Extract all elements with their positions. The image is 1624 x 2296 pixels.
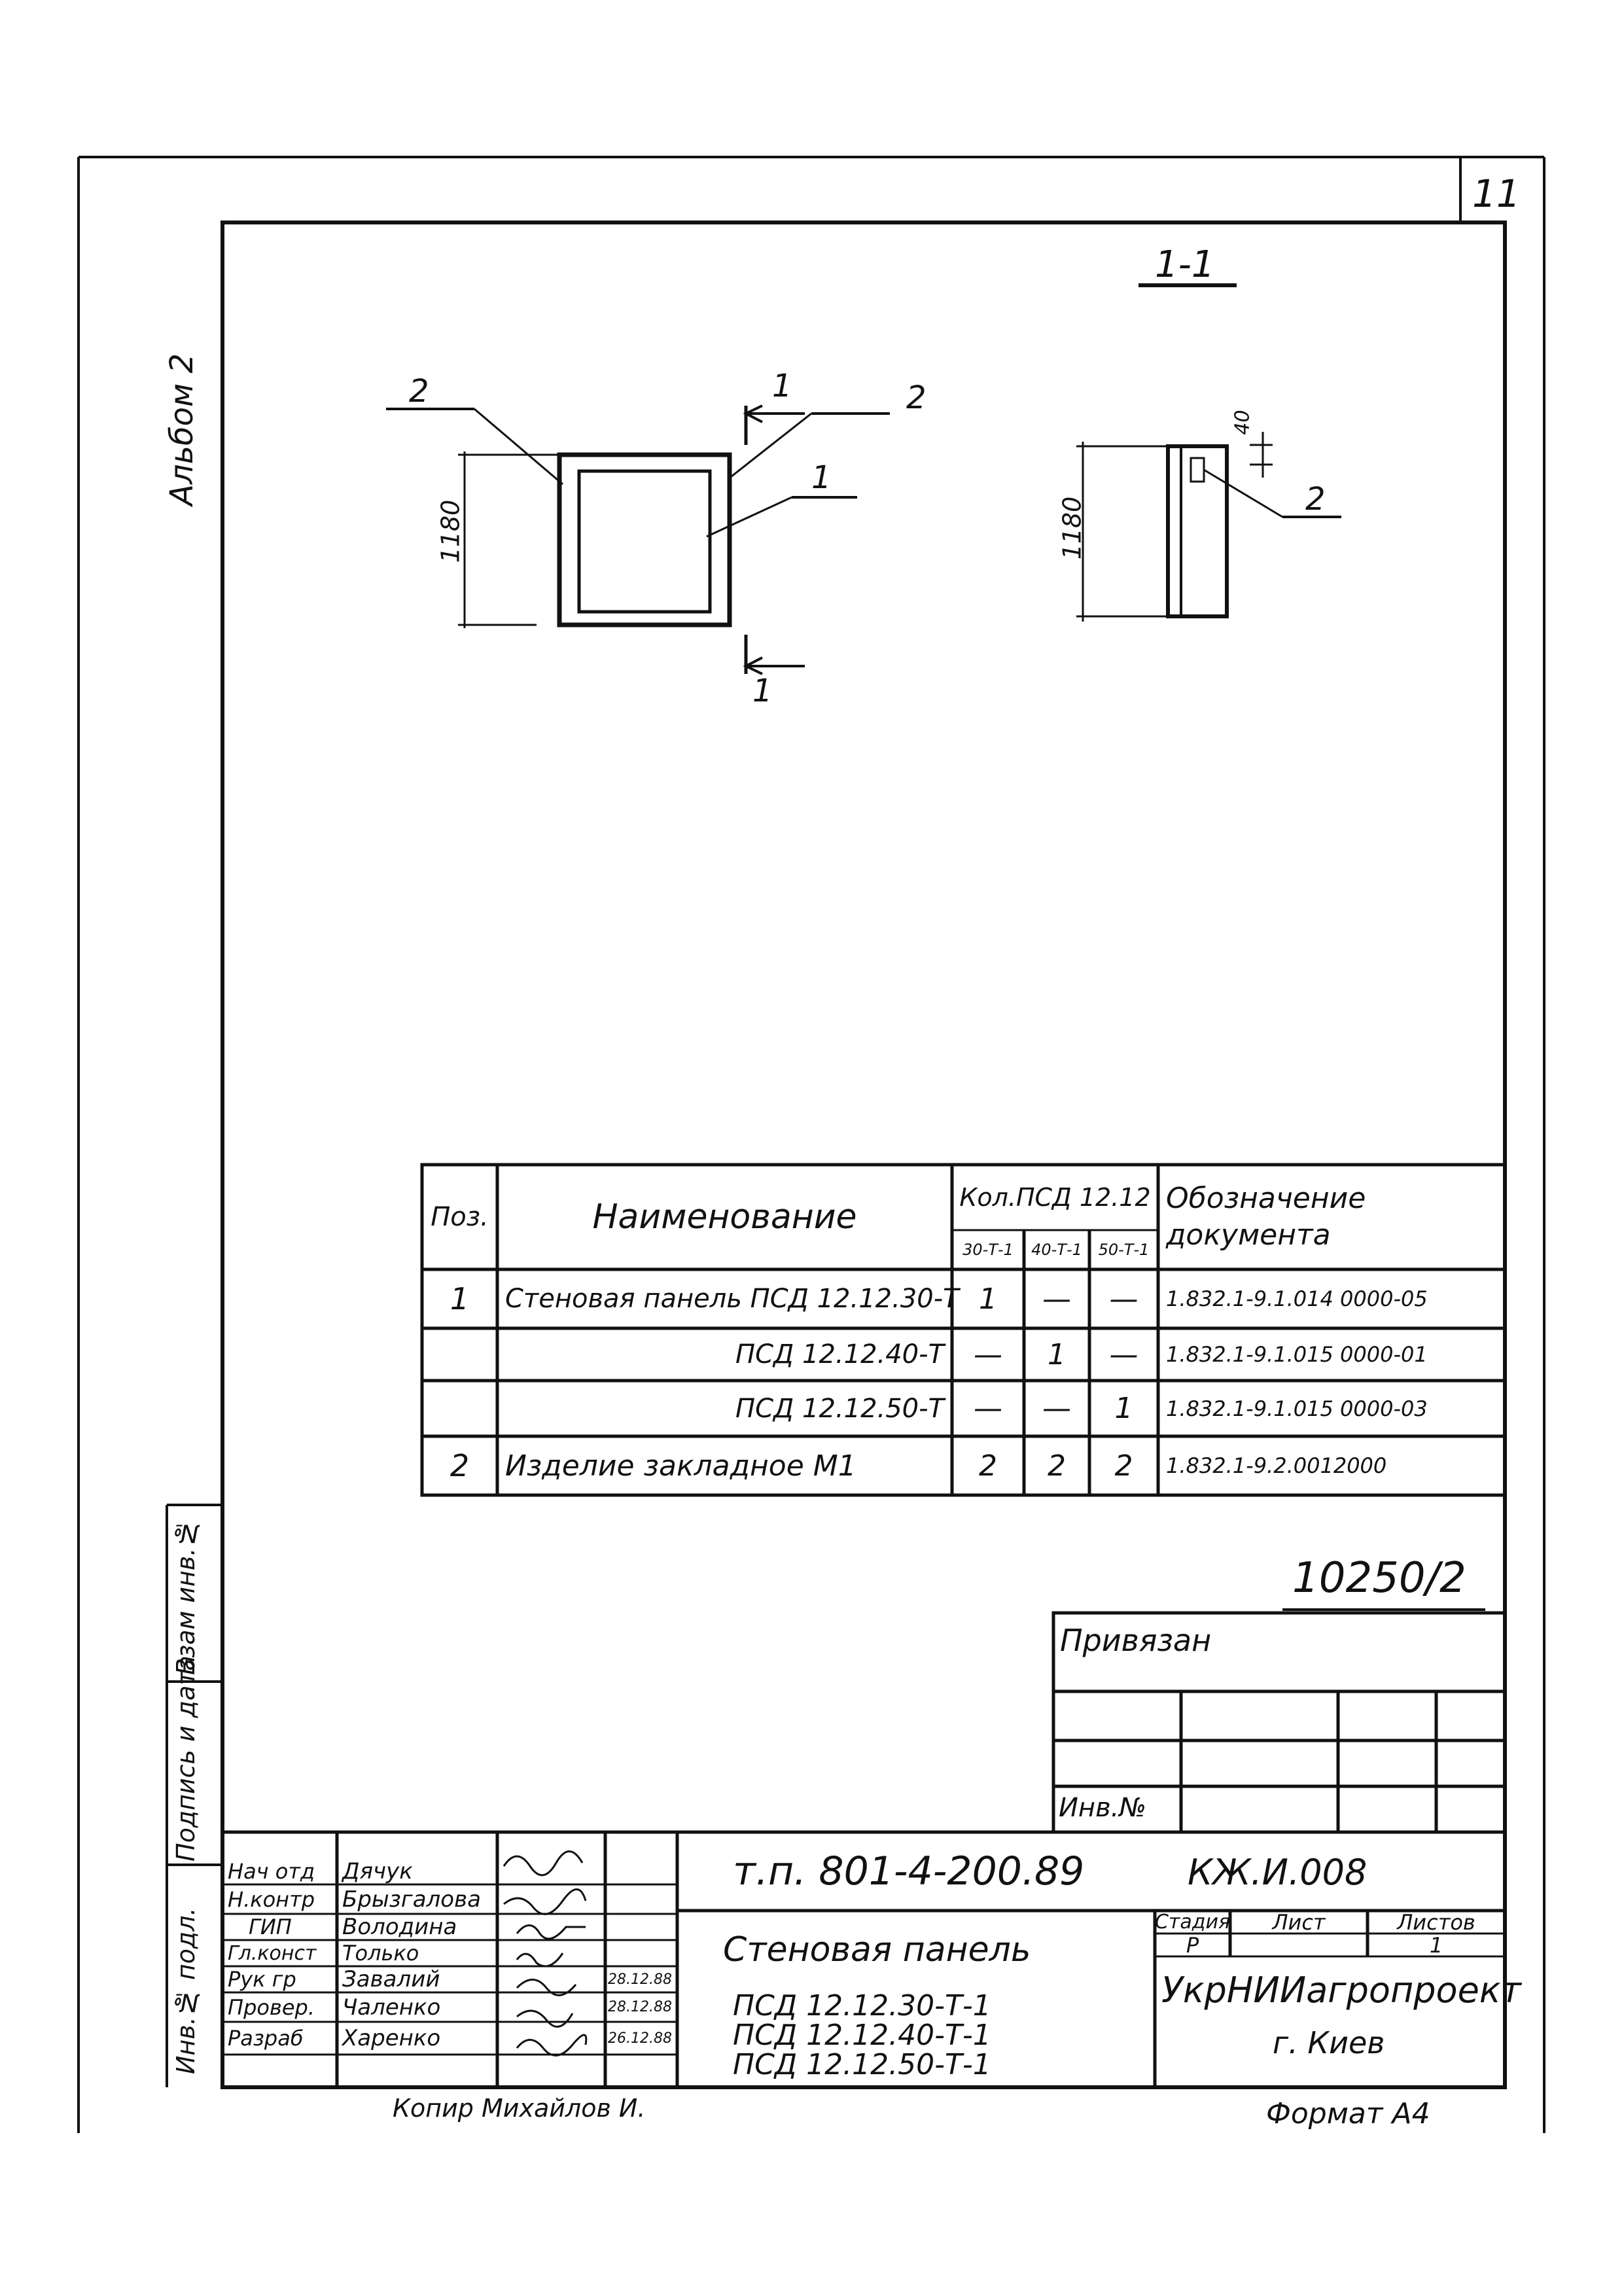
spec-row-2-q3: — [1109, 1337, 1139, 1371]
sheet-label: Лист [1272, 1909, 1326, 1935]
title-item-2: ПСД 12.12.40-Т-1 [733, 2019, 991, 2052]
staff-date-4 [605, 1940, 677, 1966]
spec-row-3-q3: 1 [1114, 1392, 1133, 1425]
staff-role-4: Гл.конст [228, 1941, 317, 1965]
callout-2-right: 2 [906, 380, 927, 416]
spec-row-2-q1: — [974, 1337, 1002, 1371]
staff-date-5: 28.12.88 [608, 1971, 672, 1988]
staff-name-3: Володина [342, 1914, 457, 1940]
spec-row-3-name: ПСД 12.12.50-Т [735, 1393, 944, 1424]
sheet-number: 11 [1472, 171, 1521, 216]
staff-role-7: Разраб [228, 2026, 304, 2051]
sheets-label: Листов [1397, 1909, 1475, 1935]
staff-role-1: Нач отд [228, 1859, 315, 1884]
spec-row-1-q3: — [1109, 1282, 1139, 1316]
spec-header-qty-30: 30-Т-1 [962, 1241, 1014, 1259]
staff-name-2: Брызгалова [342, 1886, 481, 1913]
spec-header-designation: Обозначение документа [1166, 1182, 1366, 1252]
section-title: 1-1 [1155, 243, 1215, 286]
staff-name-6: Чаленко [342, 1994, 441, 2021]
title-item-3: ПСД 12.12.50-Т-1 [733, 2048, 991, 2081]
staff-date-7: 26.12.88 [608, 2030, 672, 2047]
footer-format: Формат А4 [1266, 2097, 1430, 2130]
staff-name-1: Дячук [342, 1858, 413, 1884]
staff-date-6: 28.12.88 [608, 1999, 672, 2015]
staff-name-4: Только [342, 1941, 419, 1966]
title-item-heading: Стеновая панель [723, 1930, 1031, 1969]
organization-name: УкрНИИагропроект [1161, 1969, 1521, 2011]
staff-role-2: Н.контр [228, 1887, 315, 1912]
spec-row-1-q1: 1 [979, 1282, 997, 1316]
title-code: т.п. 801-4-200.89 [733, 1848, 1085, 1894]
staff-role-3: ГИП [249, 1915, 292, 1939]
footer-copied: Копир Михайлов И. [393, 2094, 646, 2123]
spec-row-2-q2: 1 [1048, 1337, 1066, 1371]
section-marker-bottom: 1 [752, 673, 773, 709]
stage-label: Стадия [1154, 1911, 1231, 1934]
spec-row-4-q1: 2 [979, 1449, 997, 1483]
spec-row-1-doc: 1.832.1-9.1.014 0000-05 [1166, 1286, 1428, 1311]
spec-header-qty-50: 50-Т-1 [1098, 1241, 1150, 1259]
spec-row-4-q2: 2 [1048, 1449, 1066, 1483]
spec-header-qty-group: Кол.ПСД 12.12 [959, 1183, 1151, 1212]
title-mark: КЖ.И.008 [1188, 1852, 1368, 1893]
spec-row-4-doc: 1.832.1-9.2.0012000 [1166, 1453, 1387, 1478]
stage-value: Р [1186, 1932, 1199, 1958]
spec-row-1-name: Стеновая панель ПСД 12.12.30-Т [505, 1284, 959, 1314]
spec-header-qty-40: 40-Т-1 [1031, 1241, 1082, 1259]
spec-row-3-q2: — [1042, 1392, 1071, 1425]
staff-date-2 [605, 1886, 677, 1913]
spec-row-4-q3: 2 [1114, 1449, 1133, 1483]
spec-row-4-name: Изделие закладное М1 [505, 1449, 856, 1483]
spec-row-2-doc: 1.832.1-9.1.015 0000-01 [1166, 1342, 1428, 1367]
binding-title: Привязан [1060, 1623, 1212, 1658]
spec-header-name: Наименование [592, 1197, 857, 1237]
staff-date-1 [605, 1858, 677, 1884]
title-item-1: ПСД 12.12.30-Т-1 [733, 1989, 991, 2022]
spec-row-2-name: ПСД 12.12.40-Т [735, 1339, 944, 1369]
binding-inv-label: Инв.№ [1059, 1793, 1146, 1823]
callout-2-left: 2 [409, 373, 429, 410]
organization-city: г. Киев [1273, 2025, 1385, 2060]
sheets-value: 1 [1429, 1932, 1443, 1958]
staff-name-5: Завалий [342, 1966, 440, 1992]
section-marker-top: 1 [772, 368, 792, 404]
spec-row-3-q1: — [974, 1392, 1002, 1425]
archive-number: 10250/2 [1292, 1554, 1466, 1602]
spec-row-3-doc: 1.832.1-9.1.015 0000-03 [1166, 1396, 1428, 1421]
spec-row-1-q2: — [1042, 1282, 1071, 1316]
callout-1: 1 [811, 459, 832, 496]
staff-role-6: Провер. [228, 1994, 315, 2020]
staff-role-5: Рук гр [228, 1967, 296, 1992]
spec-row-1-pos: 1 [450, 1281, 470, 1316]
staff-name-7: Харенко [342, 2025, 441, 2051]
side-callout-2: 2 [1305, 481, 1326, 518]
spec-header-pos: Поз. [431, 1202, 489, 1232]
staff-date-3 [605, 1914, 677, 1940]
spec-row-4-pos: 2 [450, 1448, 470, 1483]
